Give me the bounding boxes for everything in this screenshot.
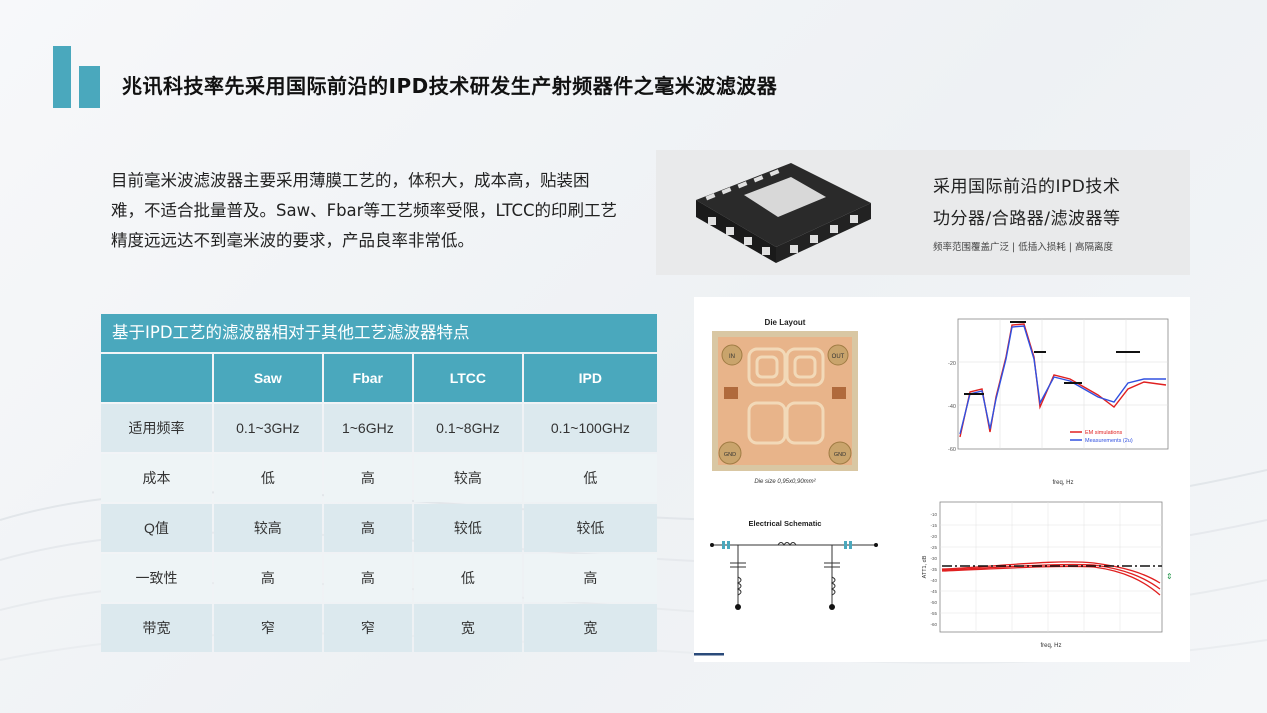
product-headline-2: 功分器/合路器/滤波器等 xyxy=(933,209,1121,229)
table-cell: 0.1~100GHz xyxy=(523,404,657,452)
intro-paragraph: 目前毫米波滤波器主要采用薄膜工艺的，体积大，成本高，贴装困难，不适合批量普及。S… xyxy=(111,171,618,250)
plot1-ytick: -60 xyxy=(948,447,956,453)
row-label: Q值 xyxy=(101,504,212,552)
row-label: 带宽 xyxy=(101,604,212,652)
table-title: 基于IPD工艺的滤波器相对于其他工艺滤波器特点 xyxy=(101,314,657,352)
table-cell: 较低 xyxy=(523,504,657,552)
plot2-ytick: -40 xyxy=(930,578,937,583)
die-gnd-label-left: GND xyxy=(724,452,736,458)
table-cell: 高 xyxy=(323,454,413,502)
plot2-ytick: -50 xyxy=(930,600,937,605)
table-cell: 1~6GHz xyxy=(323,404,413,452)
die-layout-figure: Die Layout IN OUT GND GND Die size 0,95x… xyxy=(712,318,858,485)
table-cell: 高 xyxy=(214,554,322,602)
table-cell: 低 xyxy=(523,454,657,502)
plot1-ytick: -20 xyxy=(948,361,956,367)
header-cell-fbar: Fbar xyxy=(323,354,413,402)
table-cell: 高 xyxy=(323,504,413,552)
die-gnd-label-right: GND xyxy=(834,452,846,458)
header-cell-empty xyxy=(101,354,212,402)
table-row: 带宽 窄 窄 宽 宽 xyxy=(101,604,657,652)
plot2-ytick: -10 xyxy=(930,512,937,517)
table-cell: 较高 xyxy=(214,504,322,552)
s-parameter-plot: -20 -40 -60 EM simulations Measurements … xyxy=(948,318,1169,486)
header-cell-saw: Saw xyxy=(214,354,322,402)
plot2-ytick: -60 xyxy=(930,622,937,627)
attenuation-plot: -10 -15 -20 -25 -30 -35 -40 -45 -50 -55 … xyxy=(922,501,1173,649)
die-size-caption: Die size 0,95x0,90mm² xyxy=(754,479,816,485)
plot1-xlabel: freq, Hz xyxy=(1052,480,1073,486)
plot2-ylabel: ATT1, dB xyxy=(922,555,928,578)
table-cell: 窄 xyxy=(323,604,413,652)
table-row: Q值 较高 高 较低 较低 xyxy=(101,504,657,552)
plot2-ytick: -30 xyxy=(930,556,937,561)
electrical-schematic: Electrical Schematic xyxy=(694,519,878,656)
table-cell: 高 xyxy=(523,554,657,602)
table-row: 成本 低 高 较高 低 xyxy=(101,454,657,502)
title-accent-bars xyxy=(53,46,101,108)
row-label: 一致性 xyxy=(101,554,212,602)
plot2-ytick: -45 xyxy=(930,589,937,594)
plot1-ytick: -40 xyxy=(948,404,956,410)
row-label: 成本 xyxy=(101,454,212,502)
die-in-label: IN xyxy=(729,354,735,360)
table-cell: 低 xyxy=(414,554,522,602)
die-layout-title: Die Layout xyxy=(765,318,806,327)
plot1-legend-sim: EM simulations xyxy=(1085,430,1123,436)
schematic-title: Electrical Schematic xyxy=(749,519,822,528)
plot2-xlabel: freq, Hz xyxy=(1040,643,1061,649)
product-headline-1: 采用国际前沿的IPD技术 xyxy=(933,177,1121,197)
table-cell: 较高 xyxy=(414,454,522,502)
table-row: 一致性 高 高 低 高 xyxy=(101,554,657,602)
comparison-table: Saw Fbar LTCC IPD 适用频率 0.1~3GHz 1~6GHz 0… xyxy=(99,352,659,654)
table-header-row: Saw Fbar LTCC IPD xyxy=(101,354,657,402)
comparison-table-block: 基于IPD工艺的滤波器相对于其他工艺滤波器特点 Saw Fbar LTCC IP… xyxy=(101,314,657,654)
table-cell: 低 xyxy=(214,454,322,502)
table-cell: 窄 xyxy=(214,604,322,652)
plot2-ytick: -15 xyxy=(930,523,937,528)
table-cell: 较低 xyxy=(414,504,522,552)
page-title: 兆讯科技率先采用国际前沿的IPD技术研发生产射频器件之毫米波滤波器 xyxy=(122,74,778,98)
die-out-label: OUT xyxy=(832,354,845,360)
plot2-ytick: -35 xyxy=(930,567,937,572)
plot2-marker-glyph: ⇕ xyxy=(1166,572,1173,581)
header-cell-ltcc: LTCC xyxy=(414,354,522,402)
plot1-legend-meas: Measurements (2u) xyxy=(1085,438,1133,444)
table-cell: 0.1~8GHz xyxy=(414,404,522,452)
technical-figures-panel: Die Layout IN OUT GND GND Die size 0,95x… xyxy=(694,297,1190,662)
header-cell-ipd: IPD xyxy=(523,354,657,402)
plot2-ytick: -20 xyxy=(930,534,937,539)
ipd-chip-image xyxy=(696,163,871,263)
row-label: 适用频率 xyxy=(101,404,212,452)
product-tags: 频率范围覆盖广泛 | 低插入损耗 | 高隔离度 xyxy=(933,242,1113,253)
product-banner: 采用国际前沿的IPD技术 功分器/合路器/滤波器等 频率范围覆盖广泛 | 低插入… xyxy=(656,150,1190,275)
table-cell: 高 xyxy=(323,554,413,602)
table-cell: 0.1~3GHz xyxy=(214,404,322,452)
table-cell: 宽 xyxy=(523,604,657,652)
table-cell: 宽 xyxy=(414,604,522,652)
plot2-ytick: -55 xyxy=(930,611,937,616)
table-row: 适用频率 0.1~3GHz 1~6GHz 0.1~8GHz 0.1~100GHz xyxy=(101,404,657,452)
plot2-ytick: -25 xyxy=(930,545,937,550)
